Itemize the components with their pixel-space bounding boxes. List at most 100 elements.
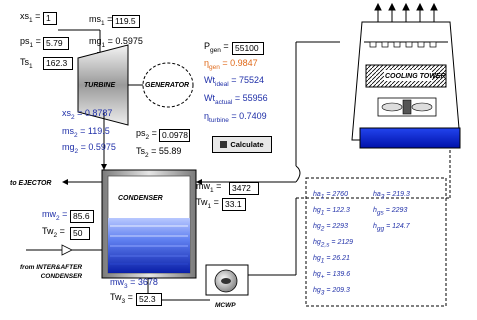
tw2-label: Tw2 = [42, 226, 65, 239]
ps1-label: ps1 = [20, 36, 41, 49]
wtactual-label: Wtactual [204, 93, 233, 106]
xs1-input[interactable]: 1 [43, 12, 57, 25]
result-item: hgs = 2293 [373, 206, 407, 217]
wtactual-value: = 55956 [232, 93, 268, 103]
xs2-row: xs2 = 0.8787 [62, 108, 112, 123]
interafter-label-line1: from INTER&AFTER [20, 264, 83, 271]
result-label-subscript: 1 [320, 257, 325, 265]
condenser-label: CONDENSER [118, 195, 163, 202]
result-value: = 2129 [329, 239, 354, 246]
mw3-row: mw3 = 3678 [110, 277, 158, 292]
tw2-input[interactable]: 50 [70, 227, 90, 240]
result-item: hg3 = 209.3 [313, 286, 350, 297]
result-label: h [373, 207, 377, 214]
calculate-button[interactable]: Calculate [212, 136, 272, 153]
mg2-label: mg2 [62, 142, 79, 155]
wtideal-label: Wtideal [204, 75, 229, 88]
mg1-value: = 0.5975 [105, 36, 143, 46]
interafter-label-line2: CONDENSER [40, 273, 83, 280]
result-value: = 2293 [383, 207, 408, 214]
xs1-label: xs1 = [20, 11, 41, 24]
mw3-label: mw3 [110, 277, 128, 290]
turbine-shape [77, 44, 129, 126]
calculate-button-label: Calculate [230, 140, 264, 149]
exhaust-pipe [101, 112, 107, 170]
mw1-input[interactable]: 3472 [229, 182, 259, 195]
generator-shape [142, 62, 194, 108]
result-item: hgg = 124.7 [373, 222, 410, 233]
ms1-row: ms1 = [89, 14, 112, 29]
xs1-row: xs1 = [20, 11, 40, 26]
results-panel-border [305, 177, 447, 307]
mg1-label: mg1 [89, 36, 106, 49]
ts2-row: Ts2 = 55.89 [136, 146, 181, 161]
wtideal-row: Wtideal = 75524 [204, 75, 264, 90]
ngen-label: ηgen [204, 58, 220, 71]
tw3-label: Tw3 = [110, 292, 133, 305]
ms2-row: ms2 = 119.5 [62, 126, 110, 141]
ngen-value: = 0.9847 [219, 58, 258, 68]
mw2-label: mw2 = [42, 209, 68, 222]
mg2-value: = 0.5975 [78, 142, 116, 152]
result-label: hg [313, 287, 321, 294]
result-value: = 124.7 [384, 223, 410, 230]
mcwp-label: MCWP [215, 302, 236, 309]
result-label-subscript: 2 [320, 225, 325, 233]
result-value: = 219.3 [384, 191, 410, 198]
result-label: hg [313, 207, 321, 214]
result-label-subscript: gg [376, 225, 385, 233]
ts1-value: 162.3 [43, 57, 73, 70]
result-item: ha3 = 219.3 [373, 190, 410, 201]
ngen-row: ηgen = 0.9847 [204, 58, 258, 73]
result-value: = 139.6 [324, 271, 351, 278]
ms2-label: ms2 [62, 126, 78, 139]
mcwp-pump [205, 264, 249, 296]
ms1-input[interactable]: 119.5 [112, 15, 140, 28]
mg1-row: mg1 = 0.5975 [89, 36, 143, 51]
ps1-row: ps1 = [20, 36, 41, 51]
result-value: = 209.3 [324, 287, 350, 294]
nturbine-value: = 0.7409 [228, 111, 267, 121]
mw1-row: mw1 = [196, 181, 221, 196]
ts2-label: Ts2 [136, 146, 149, 159]
result-value: = 2293 [324, 223, 348, 230]
result-item: hg1 = 26.21 [313, 254, 350, 265]
calculator-icon [220, 141, 228, 148]
result-label-subscript: 3 [380, 193, 385, 201]
nturbine-row: ηturbine = 0.7409 [204, 111, 267, 126]
ps2-label: ps2 = [136, 128, 157, 141]
result-item: ha1 = 2760 [313, 190, 348, 201]
mw2-input[interactable]: 85.6 [70, 210, 94, 223]
pgen-input[interactable]: 55100 [232, 42, 264, 55]
ps1-input[interactable]: 5.79 [43, 37, 69, 50]
result-label-subscript: gs [376, 209, 384, 217]
result-item: hg2,s = 2129 [313, 238, 353, 249]
xs2-label: xs2 [62, 108, 75, 121]
ts1-label: Ts1 [20, 57, 33, 70]
xs2-value: = 0.8787 [74, 108, 113, 118]
result-label-subscript: 3 [320, 289, 325, 297]
tw2-row: Tw2 = [42, 226, 65, 241]
ejector-label: to EJECTOR [10, 180, 52, 187]
ms1-label: ms1 = [89, 14, 113, 27]
ps2-input[interactable]: 0.0978 [159, 129, 190, 142]
condenser-vessel [101, 169, 197, 279]
result-label-subscript: 2,s [320, 241, 330, 249]
result-value: = 26.21 [324, 255, 350, 262]
tw3-input[interactable]: 52.3 [136, 293, 162, 306]
tw1-row: Tw1 = [196, 197, 219, 212]
interafter-arrow [26, 244, 102, 256]
result-label: h [373, 223, 377, 230]
ts1-row: Ts1 [20, 57, 33, 72]
mw2-row: mw2 = [42, 209, 67, 224]
generator-label: GENERATOR [145, 82, 190, 89]
tw1-input[interactable]: 33.1 [222, 198, 246, 211]
turbine-label: TURBINE [84, 82, 116, 89]
interafter-label: from INTER&AFTER CONDENSER [20, 263, 82, 281]
ps2-row: ps2 = [136, 128, 157, 143]
result-label: ha [373, 191, 381, 198]
mw3-value: = 3678 [127, 277, 158, 287]
ts2-value: = 55.89 [148, 146, 182, 156]
cooling-tower [351, 2, 461, 149]
